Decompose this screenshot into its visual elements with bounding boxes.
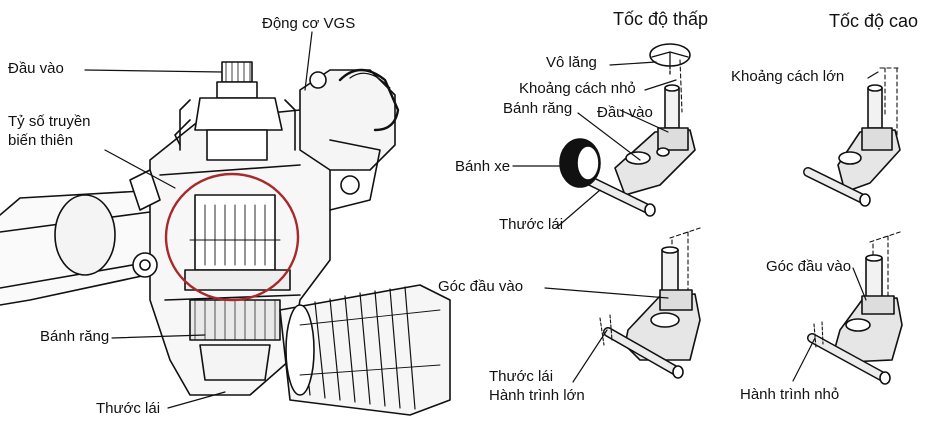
- low-speed-bottom-mechanism: [599, 227, 701, 379]
- label-small-distance: Khoảng cách nhỏ: [519, 80, 636, 97]
- low-speed-top-mechanism: [559, 43, 696, 217]
- label-input-left: Đầu vào: [8, 60, 64, 77]
- right-leader-lines: [512, 61, 879, 383]
- header-high-speed: Tốc độ cao: [829, 11, 919, 31]
- steering-gear-illustration: [0, 61, 451, 416]
- label-large-distance: Khoảng cách lớn: [731, 68, 845, 85]
- label-input-right: Đầu vào: [597, 104, 653, 121]
- label-vgs-motor: Động cơ VGS: [262, 15, 356, 32]
- label-gear-left: Bánh răng: [40, 328, 110, 345]
- label-gear-right: Bánh răng: [503, 100, 573, 117]
- label-variable-ratio-line2: biến thiên: [8, 132, 74, 149]
- label-rack-bottom-line1: Thước lái: [489, 368, 554, 385]
- high-speed-bottom-mechanism: [807, 231, 903, 385]
- label-input-angle-low: Góc đầu vào: [438, 278, 524, 295]
- label-rack-top: Thước lái: [499, 216, 564, 233]
- label-wheel: Bánh xe: [455, 158, 511, 175]
- label-rack-left: Thước lái: [96, 400, 161, 417]
- label-small-travel: Hành trình nhỏ: [740, 386, 840, 403]
- header-low-speed: Tốc độ thấp: [613, 9, 709, 29]
- left-leader-lines: [84, 31, 313, 409]
- high-speed-top-mechanism: [803, 67, 901, 207]
- label-input-angle-high: Góc đầu vào: [766, 258, 852, 275]
- label-variable-ratio-line1: Tỷ số truyền: [8, 113, 91, 130]
- label-steering-wheel: Vô lăng: [546, 54, 597, 71]
- label-rack-bottom-line2: Hành trình lớn: [489, 387, 585, 404]
- highlight-circle: [164, 172, 300, 302]
